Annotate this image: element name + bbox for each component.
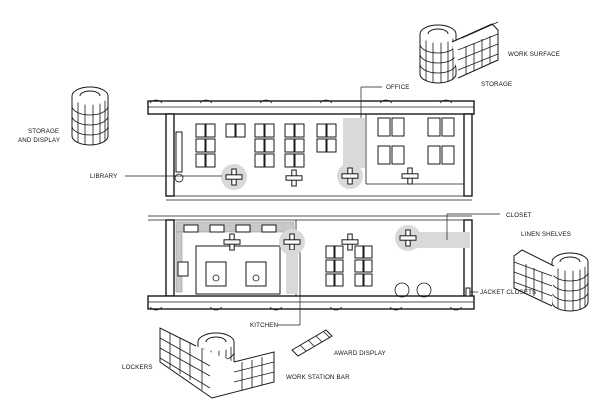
label-linen-shelves: LINEN SHELVES	[521, 231, 571, 238]
lower-desks	[325, 245, 471, 298]
label-storage-and-display-1: STORAGE	[28, 128, 59, 135]
label-lockers: LOCKERS	[122, 364, 153, 371]
label-jacket-closets: JACKET CLOSETS	[480, 289, 536, 296]
office-desks	[377, 117, 455, 165]
lower-wing-walls	[147, 215, 475, 311]
label-work-station-bar: WORK STATION BAR	[286, 374, 350, 381]
label-storage-and-display-2: AND DISPLAY	[18, 137, 60, 144]
label-storage: STORAGE	[481, 81, 512, 88]
lockers-module	[159, 327, 275, 399]
upper-wing-walls	[147, 99, 475, 201]
kitchen-area	[175, 221, 295, 295]
work-surface-module	[419, 21, 499, 84]
label-library: LIBRARY	[90, 173, 117, 180]
label-kitchen: KITCHEN	[250, 322, 278, 329]
upper-clusters	[221, 118, 419, 190]
storage-display-module	[71, 86, 109, 146]
diagram-labels: WORK SURFACE STORAGE OFFICE STORAGE AND …	[18, 51, 571, 381]
award-display-module	[291, 329, 333, 357]
label-closet: CLOSET	[506, 212, 532, 219]
label-work-surface: WORK SURFACE	[508, 51, 560, 58]
lower-clusters	[223, 225, 470, 294]
linen-shelves-module	[513, 249, 589, 312]
leader-lines	[125, 86, 500, 326]
label-office: OFFICE	[386, 84, 410, 91]
label-award-display: AWARD DISPLAY	[334, 350, 386, 357]
library-desks	[174, 123, 337, 183]
